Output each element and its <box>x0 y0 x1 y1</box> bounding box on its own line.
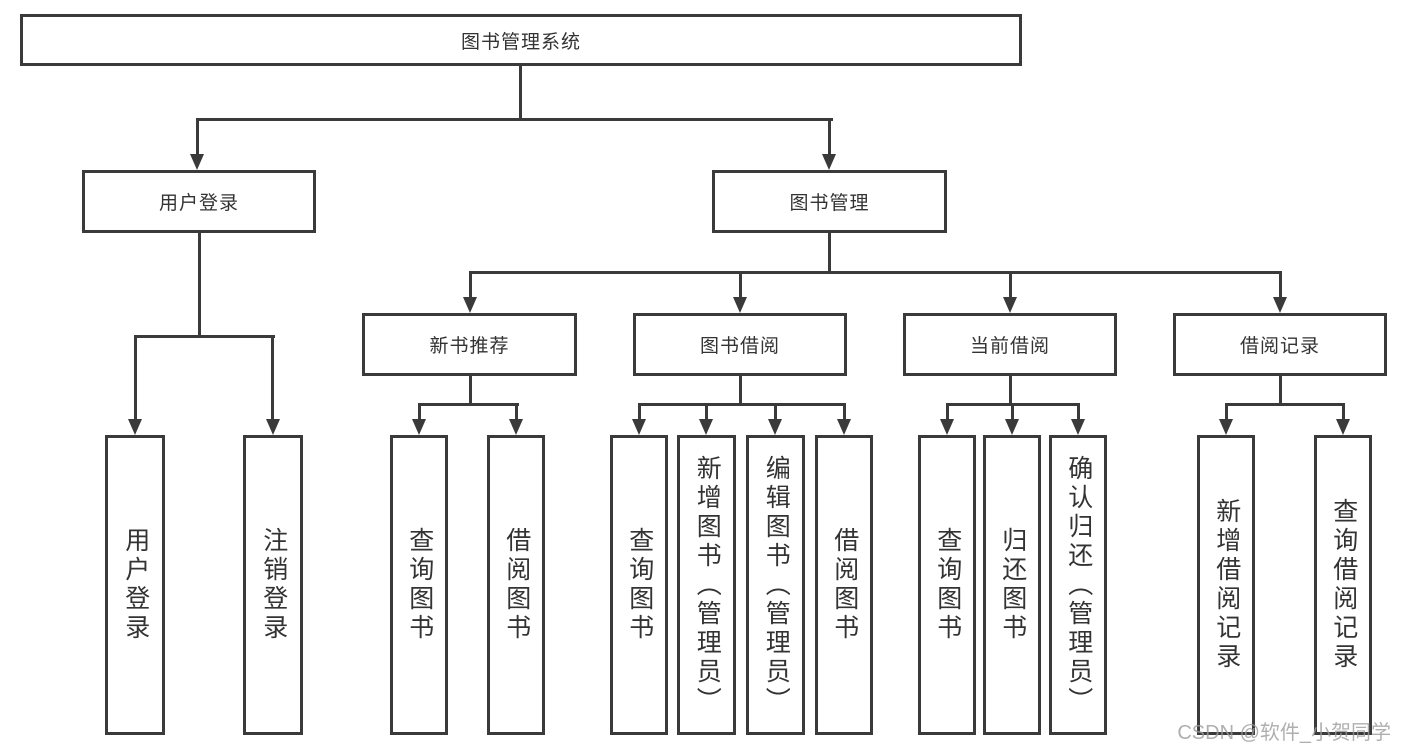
connector-line <box>739 376 742 406</box>
node-label: 用户登录 <box>121 527 150 643</box>
arrow-down-icon <box>266 419 280 435</box>
node-label: 新书推荐 <box>429 336 510 357</box>
connector-line <box>1077 403 1080 421</box>
connector-line <box>739 271 742 299</box>
node-new-book-recommend: 新书推荐 <box>362 313 577 376</box>
node-label: 当前借阅 <box>969 336 1050 357</box>
node-label: 编辑图书（管理员） <box>762 454 791 716</box>
node-leaf-logout: 注销登录 <box>243 435 303 735</box>
connector-line <box>705 403 708 421</box>
connector-line <box>418 403 421 421</box>
node-label: 借阅记录 <box>1239 336 1320 357</box>
connector-line <box>519 66 522 120</box>
arrow-down-icon <box>509 419 523 435</box>
connector-line <box>843 403 846 421</box>
node-label: 注销登录 <box>259 527 288 643</box>
node-label: 查询图书 <box>933 527 962 643</box>
node-leaf-borrow-books-2: 借阅图书 <box>815 435 873 735</box>
node-label: 确认归还（管理员） <box>1064 454 1093 716</box>
arrow-down-icon <box>412 419 426 435</box>
arrow-down-icon <box>1219 419 1233 435</box>
connector-line <box>1225 403 1228 421</box>
arrow-down-icon <box>768 419 782 435</box>
connector-line <box>1279 376 1282 406</box>
node-leaf-add-books-admin: 新增图书（管理员） <box>677 435 736 735</box>
connector-line <box>1009 376 1012 406</box>
arrow-down-icon <box>699 419 713 435</box>
arrow-down-icon <box>837 419 851 435</box>
connector-line <box>469 376 472 406</box>
arrow-down-icon <box>1071 419 1085 435</box>
node-leaf-query-books-3: 查询图书 <box>918 435 976 735</box>
node-label: 用户登录 <box>158 193 239 214</box>
arrow-down-icon <box>1273 297 1287 313</box>
connector-line <box>271 335 274 421</box>
node-label: 新增借阅记录 <box>1212 498 1241 672</box>
connector-line <box>134 335 275 338</box>
connector-line <box>515 403 518 421</box>
connector-line <box>1011 403 1014 421</box>
node-leaf-user-login: 用户登录 <box>105 435 165 735</box>
node-book-borrow: 图书借阅 <box>633 313 847 376</box>
connector-line <box>774 403 777 421</box>
connector-line <box>1342 403 1345 421</box>
connector-line <box>946 403 949 421</box>
arrow-down-icon <box>632 419 646 435</box>
node-label: 图书借阅 <box>699 336 780 357</box>
node-label: 图书管理系统 <box>460 31 581 53</box>
node-leaf-borrow-books-1: 借阅图书 <box>487 435 545 735</box>
connector-line <box>196 118 199 156</box>
node-label: 查询图书 <box>405 527 434 643</box>
arrow-down-icon <box>1003 297 1017 313</box>
connector-line <box>469 271 472 299</box>
node-leaf-query-books-2: 查询图书 <box>610 435 668 735</box>
node-label: 查询图书 <box>625 527 654 643</box>
node-leaf-query-books-1: 查询图书 <box>390 435 448 735</box>
node-label: 借阅图书 <box>830 527 859 643</box>
connector-line <box>196 118 833 121</box>
connector-line <box>418 403 519 406</box>
arrow-down-icon <box>128 419 142 435</box>
connector-line <box>828 118 831 156</box>
connector-line <box>198 233 201 338</box>
csdn-watermark: CSDN @软件_小贺同学 <box>1177 722 1391 744</box>
connector-line <box>638 403 641 421</box>
node-leaf-add-borrow-record: 新增借阅记录 <box>1197 435 1255 735</box>
connector-line <box>469 271 1282 274</box>
node-label: 归还图书 <box>998 527 1027 643</box>
node-user-login: 用户登录 <box>82 170 316 233</box>
arrow-down-icon <box>940 419 954 435</box>
connector-line <box>828 233 831 274</box>
connector-line <box>134 335 137 421</box>
node-current-borrow: 当前借阅 <box>903 313 1117 376</box>
arrow-down-icon <box>822 154 836 170</box>
connector-line <box>638 403 846 406</box>
connector-line <box>1009 271 1012 299</box>
node-label: 查询借阅记录 <box>1329 498 1358 672</box>
arrow-down-icon <box>1336 419 1350 435</box>
node-book-management: 图书管理 <box>712 170 947 233</box>
node-leaf-return-books: 归还图书 <box>983 435 1041 735</box>
arrow-down-icon <box>733 297 747 313</box>
connector-line <box>1225 403 1345 406</box>
node-leaf-query-borrow-record: 查询借阅记录 <box>1314 435 1372 735</box>
node-leaf-confirm-return-admin: 确认归还（管理员） <box>1049 435 1107 735</box>
node-label: 新增图书（管理员） <box>693 454 722 716</box>
arrow-down-icon <box>463 297 477 313</box>
arrow-down-icon <box>190 154 204 170</box>
node-borrow-records: 借阅记录 <box>1173 313 1387 376</box>
node-leaf-edit-books-admin: 编辑图书（管理员） <box>746 435 805 735</box>
node-root-library-system: 图书管理系统 <box>20 14 1022 66</box>
node-label: 图书管理 <box>789 193 870 214</box>
connector-line <box>1279 271 1282 299</box>
arrow-down-icon <box>1005 419 1019 435</box>
node-label: 借阅图书 <box>502 527 531 643</box>
